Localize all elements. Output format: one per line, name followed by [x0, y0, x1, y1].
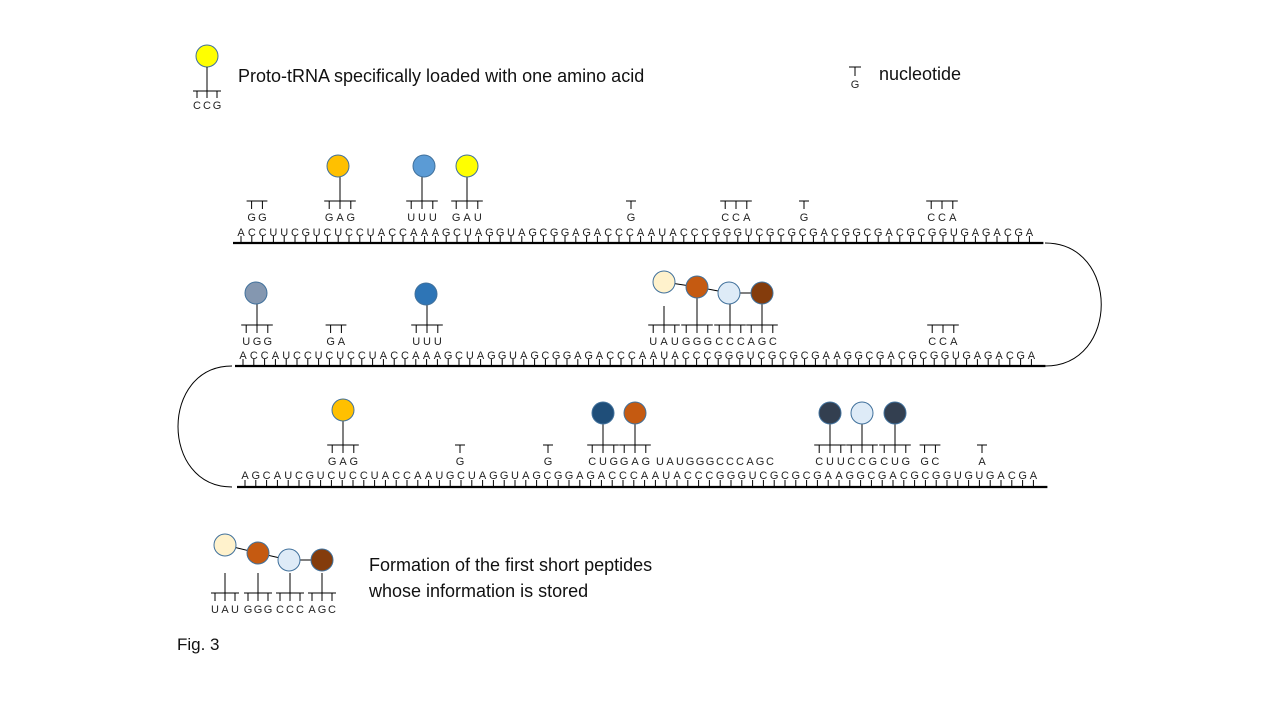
proto-trna: AGC — [746, 281, 778, 348]
strand-row-2: ACCAUCCUCUCCUACCAAAGCUAGGUAGCGGAGACCCAAU… — [235, 270, 1046, 368]
amino-acid-icon — [818, 401, 842, 425]
free-nucleotides: CCA — [926, 200, 958, 224]
free-nucleotides: G — [799, 200, 809, 224]
paired-bases: UAU — [649, 336, 679, 348]
paired-bases: GC — [920, 456, 939, 468]
nucleotide-base: G — [851, 79, 860, 91]
amino-acid-icon — [652, 270, 676, 294]
proto-trna: CCG — [846, 401, 878, 468]
legend-anticodon: UAU — [211, 604, 239, 616]
free-nucleotides: G — [455, 444, 465, 468]
strand-sequence: ACCAUCCUCUCCUACCAAAGCUAGGUAGCGGAGACCCAAU… — [239, 350, 1035, 362]
proto-trna: UGG — [241, 281, 273, 348]
paired-bases: CCG — [847, 456, 877, 468]
paired-bases: GA — [326, 336, 345, 348]
paired-bases: UUU — [412, 336, 442, 348]
amino-acid-icon — [195, 44, 219, 68]
paired-bases: G — [627, 212, 636, 224]
proto-trna: GAG — [619, 401, 651, 468]
figure-label: Fig. 3 — [177, 635, 220, 654]
amino-acid-icon — [717, 281, 741, 305]
paired-bases: CCA — [927, 212, 957, 224]
paired-bases: CCA — [721, 212, 751, 224]
amino-acid-icon — [331, 398, 355, 422]
paired-bases: GGG — [682, 336, 712, 348]
free-nucleotides: GC — [919, 444, 941, 468]
proto-trna: UAU — [648, 270, 680, 348]
strand-row-3: AGCAUCGUCUCCUACCAAUGCUAGGUAGCGGAGACCCAAU… — [237, 398, 1048, 489]
paired-bases: G — [544, 456, 553, 468]
legend-anticodon: CCC — [276, 604, 304, 616]
paired-bases: GG — [247, 212, 266, 224]
proto-trna: GGG — [681, 275, 713, 348]
proto-trna: GAG — [324, 154, 356, 224]
strand-row-1: ACCUUCGUCUCCUACCAAAGCUAGGUAGCGGAGACCCAAU… — [233, 154, 1044, 245]
paired-bases: UAUGGGCCCAGC — [656, 456, 774, 468]
nucleotide-legend: G nucleotide — [849, 64, 961, 91]
legend-anticodon: GGG — [244, 604, 273, 616]
amino-acid-icon — [850, 401, 874, 425]
paired-bases: CUG — [880, 456, 910, 468]
proto-trna: CUG — [587, 401, 619, 468]
peptide-legend-line2: whose information is stored — [368, 581, 588, 601]
free-nucleotides: CCA — [927, 324, 959, 348]
nucleotide-label: nucleotide — [879, 64, 961, 84]
proto-trna: UUU — [406, 154, 438, 224]
strand-turn-right — [1044, 242, 1102, 367]
amino-acid-icon — [685, 275, 709, 299]
paired-bases: UUU — [407, 212, 437, 224]
amino-acid-icon — [623, 401, 647, 425]
paired-bases: CCA — [928, 336, 958, 348]
proto-trna: CUU — [814, 401, 846, 468]
paired-bases: CUG — [588, 456, 618, 468]
amino-acid-icon — [246, 541, 270, 565]
amino-acid-icon — [414, 282, 438, 306]
amino-acid-icon — [412, 154, 436, 178]
paired-bases: GAU — [452, 212, 482, 224]
paired-bases: GAG — [328, 456, 358, 468]
legend-anticodon: AGC — [308, 604, 336, 616]
proto-trna: CCC — [714, 281, 746, 348]
amino-acid-icon — [750, 281, 774, 305]
amino-acid-icon — [244, 281, 268, 305]
amino-acid-icon — [883, 401, 907, 425]
proto-trna: GAU — [451, 154, 483, 224]
peptide-legend-line1: Formation of the first short peptides — [369, 555, 652, 575]
amino-acid-icon — [213, 533, 237, 557]
free-nucleotides: G — [543, 444, 553, 468]
strand-sequence: ACCUUCGUCUCCUACCAAAGCUAGGUAGCGGAGACCCAAU… — [237, 227, 1033, 239]
paired-bases: G — [800, 212, 809, 224]
amino-acid-icon — [455, 154, 479, 178]
free-nucleotides: G — [626, 200, 636, 224]
strand-sequence: AGCAUCGUCUCCUACCAAUGCUAGGUAGCGGAGACCCAAU… — [241, 470, 1037, 482]
paired-bases: GAG — [620, 456, 650, 468]
free-nucleotides: GG — [246, 200, 268, 224]
paired-bases: AGC — [748, 336, 777, 348]
paired-bases: UGG — [242, 336, 272, 348]
paired-bases: G — [456, 456, 465, 468]
strand-turn-left — [177, 365, 233, 488]
free-nucleotides: UAUGGGCCCAGC — [656, 456, 774, 468]
paired-bases: A — [978, 456, 986, 468]
paired-bases: CUU — [815, 456, 845, 468]
paired-bases: GAG — [325, 212, 355, 224]
amino-acid-icon — [591, 401, 615, 425]
proto-trna: CUG — [879, 401, 911, 468]
free-nucleotides: A — [977, 444, 987, 468]
free-nucleotides: CCA — [720, 200, 752, 224]
free-nucleotides: GA — [325, 324, 347, 348]
amino-acid-icon — [310, 548, 334, 572]
proto-trna-label: Proto-tRNA specifically loaded with one … — [238, 66, 644, 86]
proto-trna: UUU — [411, 282, 443, 348]
proto-trna: GAG — [327, 398, 359, 468]
amino-acid-icon — [326, 154, 350, 178]
proto-trna-legend: CCG Proto-tRNA specifically loaded with … — [193, 44, 644, 112]
amino-acid-icon — [277, 548, 301, 572]
paired-bases: CCC — [715, 336, 745, 348]
legend-anticodon: CCG — [193, 100, 221, 112]
